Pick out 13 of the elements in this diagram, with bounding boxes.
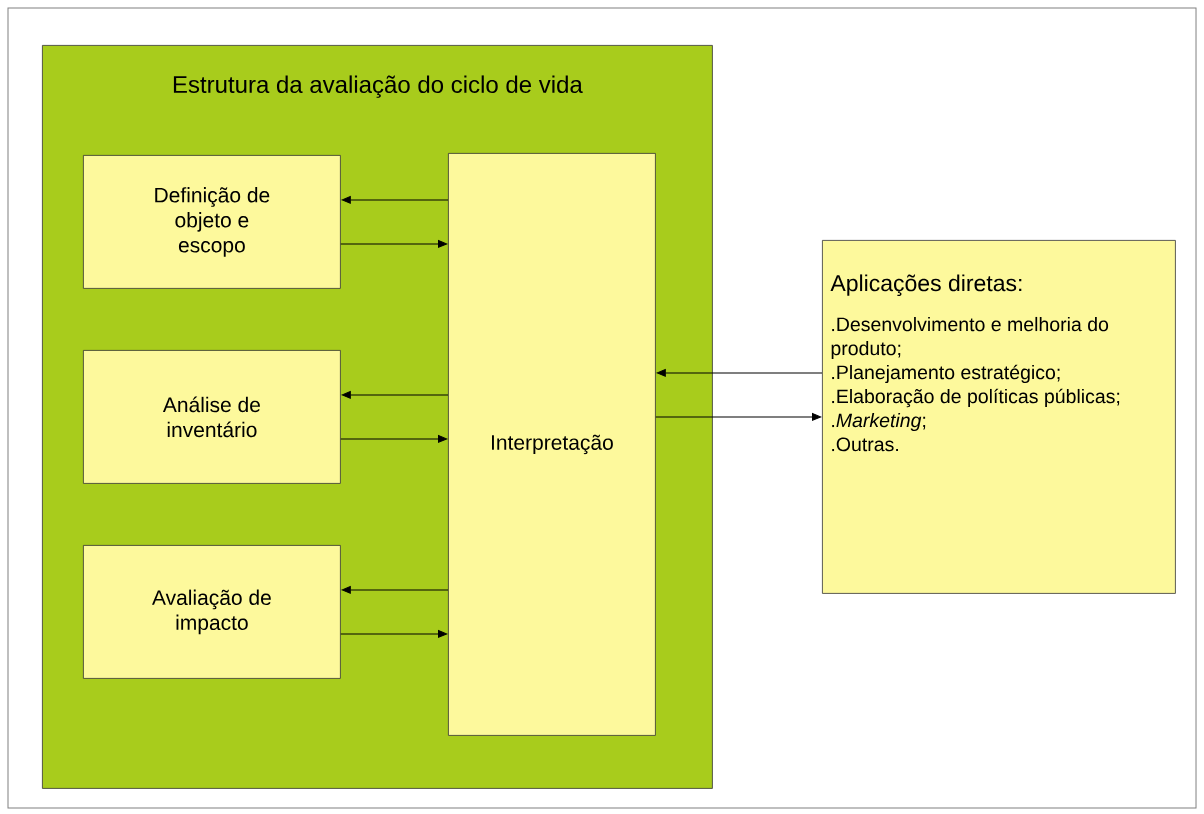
process-box: Definição de objeto e escopo	[83, 155, 341, 289]
arrow	[341, 196, 449, 204]
process-box: Interpretação	[448, 153, 656, 736]
arrow	[341, 391, 449, 399]
note-box: Aplicações diretas: .Desenvolvimento e melhoria do produto; .Planejamento estratégico; .Elaboração de políticas públicas; .Marketing; .Outras.	[822, 240, 1176, 594]
process-box: Avaliação de impacto	[83, 545, 341, 679]
arrow	[340, 240, 448, 248]
arrow	[341, 586, 449, 594]
arrow	[655, 413, 822, 421]
arrow	[340, 435, 448, 443]
arrow	[656, 369, 823, 377]
arrow	[340, 630, 448, 638]
process-box: Análise de inventário	[83, 350, 341, 484]
